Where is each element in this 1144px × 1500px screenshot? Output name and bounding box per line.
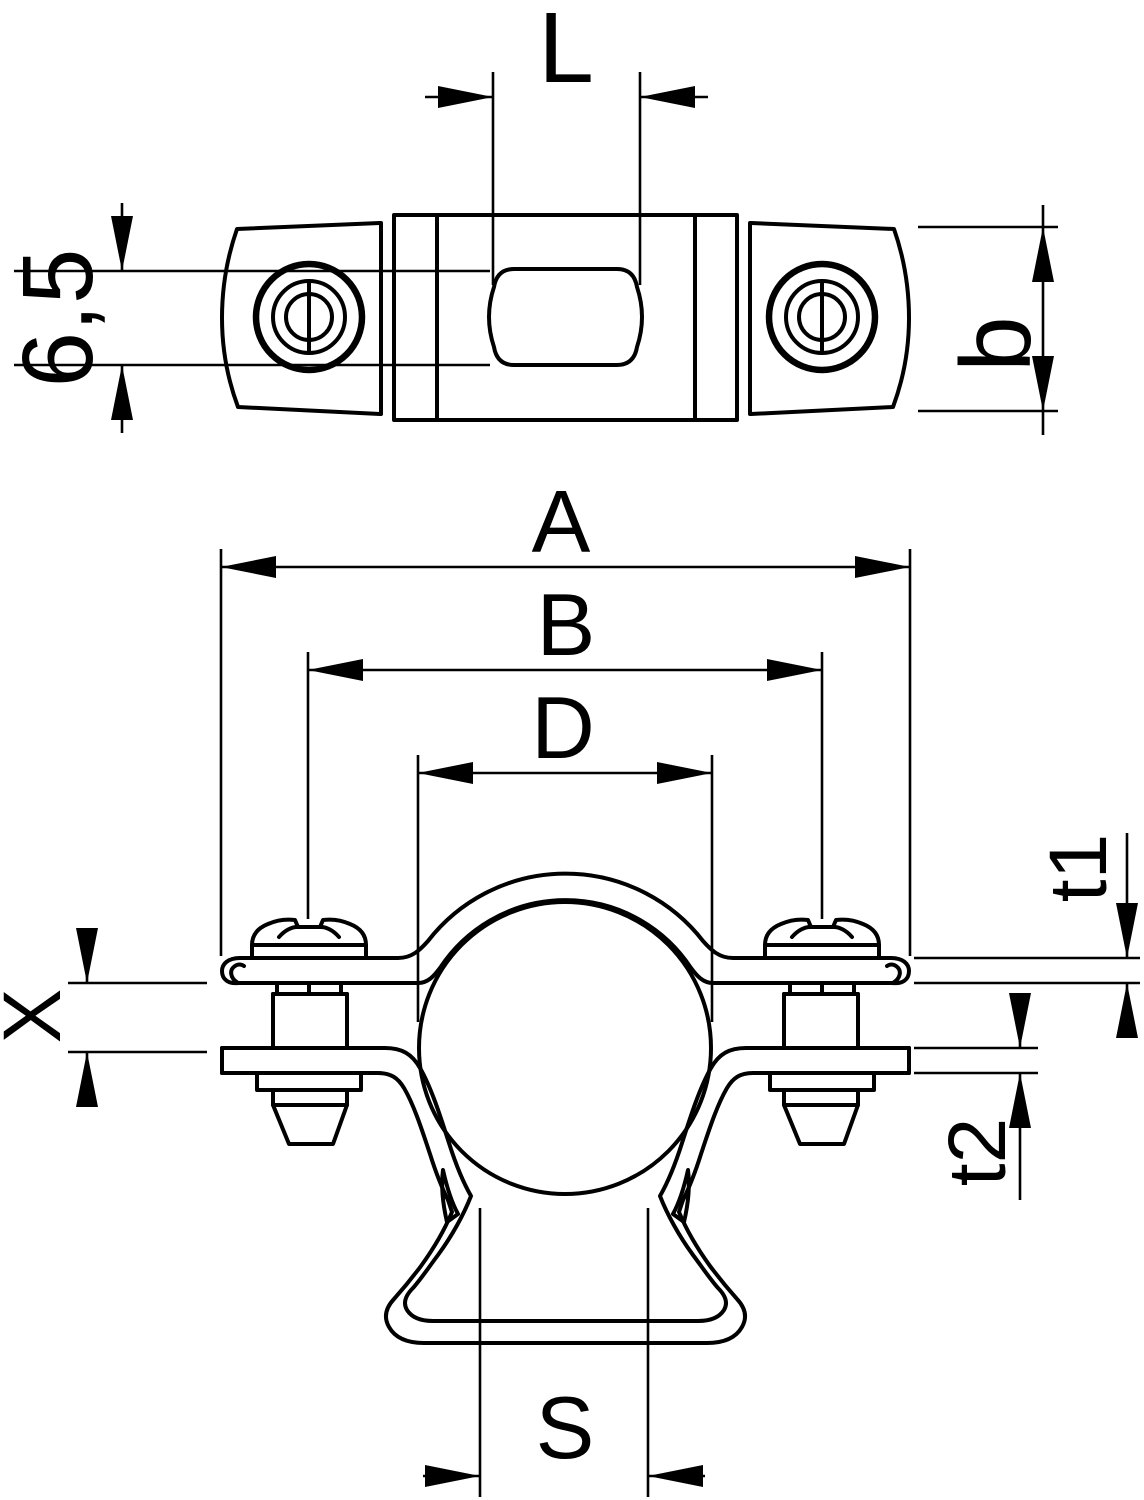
left-nut [271, 1088, 349, 1107]
left-screw-cross-slot [277, 925, 299, 939]
dim-X: X [0, 928, 207, 1107]
right-cone-tip [782, 1103, 860, 1146]
dim-B: B [306, 575, 824, 919]
dim-label-t1: t1 [1033, 834, 1124, 902]
right-fold-notch [671, 1168, 691, 1224]
left-screw-head [250, 917, 368, 960]
right-washer [768, 1071, 876, 1092]
dim-D: D [416, 678, 714, 1022]
pipe-circle [417, 900, 713, 1196]
dim-S: S [423, 1208, 705, 1497]
dim-6-5: 6,5 [2, 203, 490, 433]
dim-label-A: A [532, 472, 591, 571]
dim-L: L [425, 0, 708, 285]
dim-b: b [918, 205, 1058, 435]
dim-label-b: b [940, 316, 1052, 372]
lower-strap-top-face [220, 1046, 911, 1323]
top-left-lobe [220, 221, 382, 416]
right-nut [782, 1088, 860, 1107]
dim-label-t2: t2 [932, 1118, 1023, 1186]
front-view [220, 871, 911, 1345]
right-screw-shank [782, 992, 860, 1050]
upper-strap-right-curl [885, 956, 911, 986]
dim-label-D: D [531, 678, 595, 777]
right-screw-cross-slot [790, 925, 812, 939]
upper-strap-outer [238, 871, 893, 960]
top-right-lobe [749, 221, 911, 416]
upper-strap-left-curl [220, 956, 246, 986]
top-slot [487, 267, 644, 367]
top-right-screw [765, 260, 879, 374]
lower-strap-bottom-face [220, 1071, 911, 1345]
left-screw-cross-slot [319, 925, 341, 939]
dim-t2: t2 [914, 993, 1038, 1200]
left-washer [255, 1071, 363, 1092]
upper-strap-inner [236, 898, 895, 985]
dim-label-X: X [0, 989, 78, 1044]
right-screw-cross-slot [832, 925, 854, 939]
dim-A: A [219, 472, 912, 956]
right-screw-head [763, 917, 881, 960]
left-fold-notch [440, 1168, 460, 1224]
left-screw-collar [271, 981, 349, 996]
top-view [220, 213, 911, 422]
left-screw-assembly [250, 917, 368, 1146]
left-cone-tip [271, 1103, 349, 1146]
dim-label-B: B [537, 575, 596, 674]
right-screw-collar [782, 981, 860, 996]
top-left-screw [252, 260, 366, 374]
dim-label-6-5: 6,5 [2, 248, 114, 387]
dim-label-S: S [536, 1378, 595, 1477]
dim-label-L: L [538, 0, 594, 104]
dim-t1: t1 [914, 833, 1140, 1038]
left-screw-shank [271, 992, 349, 1050]
top-body [392, 213, 739, 422]
right-screw-assembly [763, 917, 881, 1146]
